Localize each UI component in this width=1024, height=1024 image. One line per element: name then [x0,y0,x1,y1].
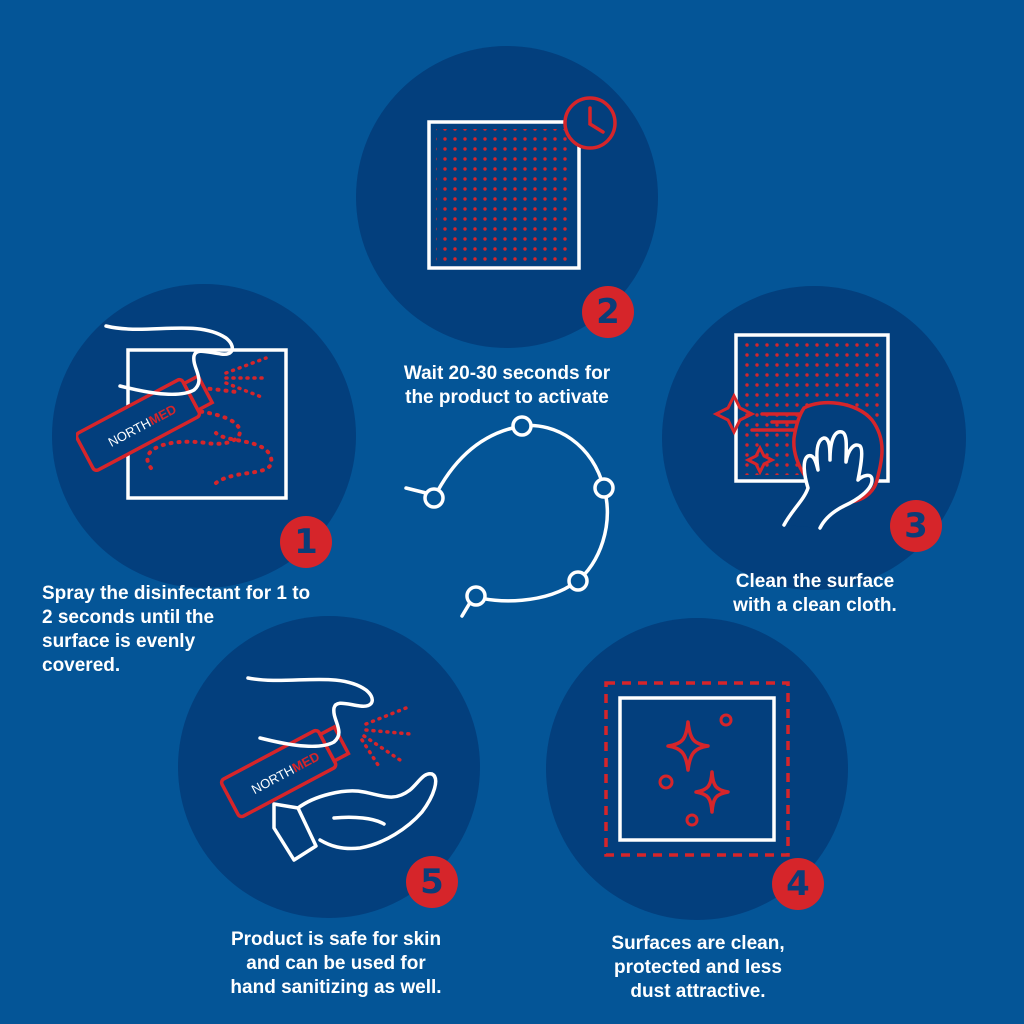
caption-line: protected and less [614,957,782,978]
caption-line: 2 seconds until the [42,607,215,628]
step-5-caption: Product is safe for skin and can be used… [186,928,486,1000]
caption-line: covered. [42,655,121,676]
spray-bottle-on-surface-icon: NORTH MED [76,324,288,500]
spray-on-hand-icon: NORTH MED [219,676,438,862]
step-4-number-badge: 4 [772,858,824,910]
sparkling-clean-surface-icon [604,681,790,857]
caption-line: dust attractive. [630,981,766,1002]
step-4-caption: Surfaces are clean, protected and less d… [566,932,830,1004]
caption-line: with a clean cloth. [733,595,897,616]
step-3-caption: Clean the surface with a clean cloth. [690,570,940,618]
step-2-number-badge: 2 [582,286,634,338]
step-2-caption: Wait 20-30 seconds for the product to ac… [360,362,654,410]
cycle-arrow-icon [404,415,615,618]
caption-line: Surfaces are clean, [611,933,785,954]
caption-line: and can be used for [246,953,426,974]
step-1-caption: Spray the disinfectant for 1 to 2 second… [42,582,382,678]
caption-line: Clean the surface [735,571,895,592]
hand-wiping-cloth-icon [712,333,890,530]
caption-line: surface is evenly [42,631,196,652]
step-5-number-badge: 5 [406,856,458,908]
caption-line: Wait 20-30 seconds for [403,363,611,384]
step-3-number-badge: 3 [890,500,942,552]
caption-line: hand sanitizing as well. [230,977,442,998]
caption-line: Product is safe for skin [230,929,442,950]
step-1-number-badge: 1 [280,516,332,568]
surface-with-timer-icon [427,96,617,270]
caption-line: the product to activate [405,387,609,408]
caption-line: Spray the disinfectant for 1 to [42,583,311,604]
